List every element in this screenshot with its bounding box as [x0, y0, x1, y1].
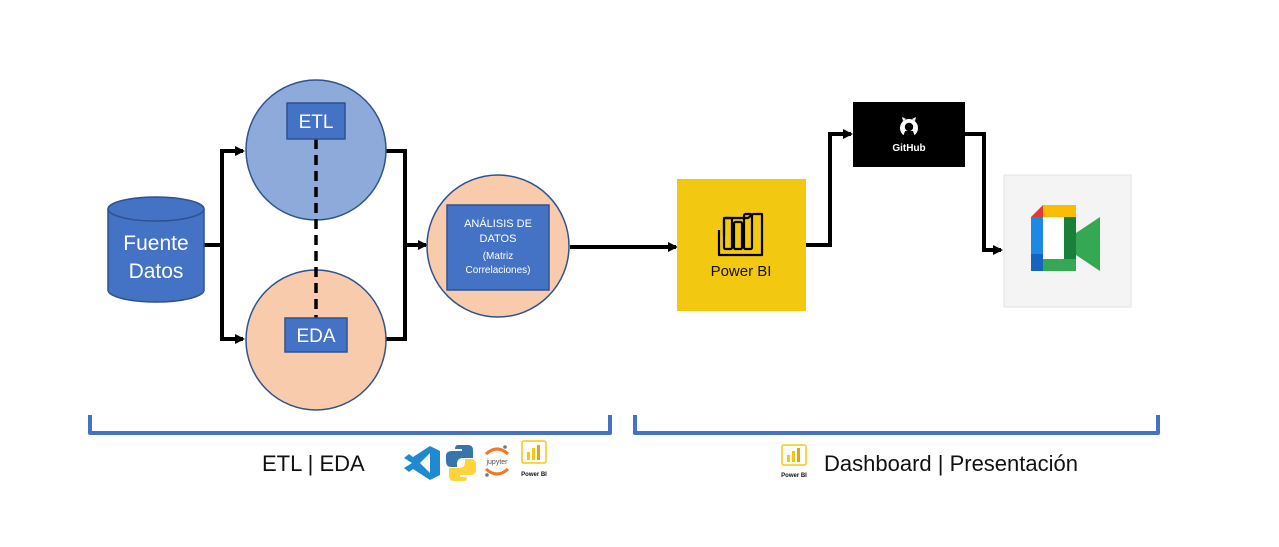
jupyter-label: jupyter — [485, 459, 508, 466]
connector-source-to-eda — [220, 245, 245, 344]
footer-right-label: Dashboard | Presentación — [824, 451, 1078, 476]
powerbi-small-label-left: Power BI — [521, 472, 547, 478]
connectors — [204, 129, 1003, 344]
connector-source-to-etl — [204, 146, 245, 247]
google-meet-icon — [1031, 205, 1100, 271]
python-icon — [446, 445, 476, 481]
github-icon — [900, 117, 918, 137]
analysis-box: ANÁLISIS DE DATOS (Matriz Correlaciones) — [446, 204, 550, 291]
eda-box: EDA — [284, 317, 348, 353]
eda-label: EDA — [296, 326, 335, 347]
analysis-label-line2: DATOS — [480, 233, 517, 245]
analysis-label-line3: (Matriz — [483, 251, 514, 262]
source-label-line1: Fuente — [123, 232, 188, 255]
meet-tile — [1003, 174, 1132, 308]
brackets — [88, 415, 1160, 435]
powerbi-small-label-right: Power BI — [781, 473, 807, 479]
connector-eda-to-analysis — [386, 245, 407, 341]
footer-left-label: ETL | EDA — [262, 451, 365, 476]
vscode-icon — [404, 446, 440, 480]
cylinder-top — [107, 196, 205, 222]
source-label-line2: Datos — [129, 260, 184, 283]
connector-etl-to-analysis — [386, 149, 428, 250]
github-tile: GitHub — [853, 102, 965, 167]
etl-box: ETL — [286, 102, 346, 140]
powerbi-small-icon-left: Power BI — [521, 440, 547, 478]
etl-circle — [245, 79, 387, 221]
right-bracket — [633, 415, 1160, 435]
powerbi-small-icon-right: Power BI — [781, 444, 807, 479]
powerbi-icon — [717, 212, 764, 257]
left-bracket — [88, 415, 612, 435]
source-database: Fuente Datos — [107, 196, 205, 303]
analysis-label-line1: ANÁLISIS DE — [464, 217, 532, 230]
analysis-label-line4: Correlaciones) — [465, 265, 530, 276]
connector-powerbi-to-github — [805, 129, 853, 247]
github-label: GitHub — [892, 143, 925, 154]
etl-label: ETL — [299, 112, 334, 133]
powerbi-label: Power BI — [711, 263, 772, 280]
jupyter-icon: jupyter — [484, 445, 510, 477]
connector-github-to-meet — [965, 132, 1003, 255]
cylinder-body — [107, 209, 205, 303]
powerbi-tile: Power BI — [677, 179, 806, 311]
